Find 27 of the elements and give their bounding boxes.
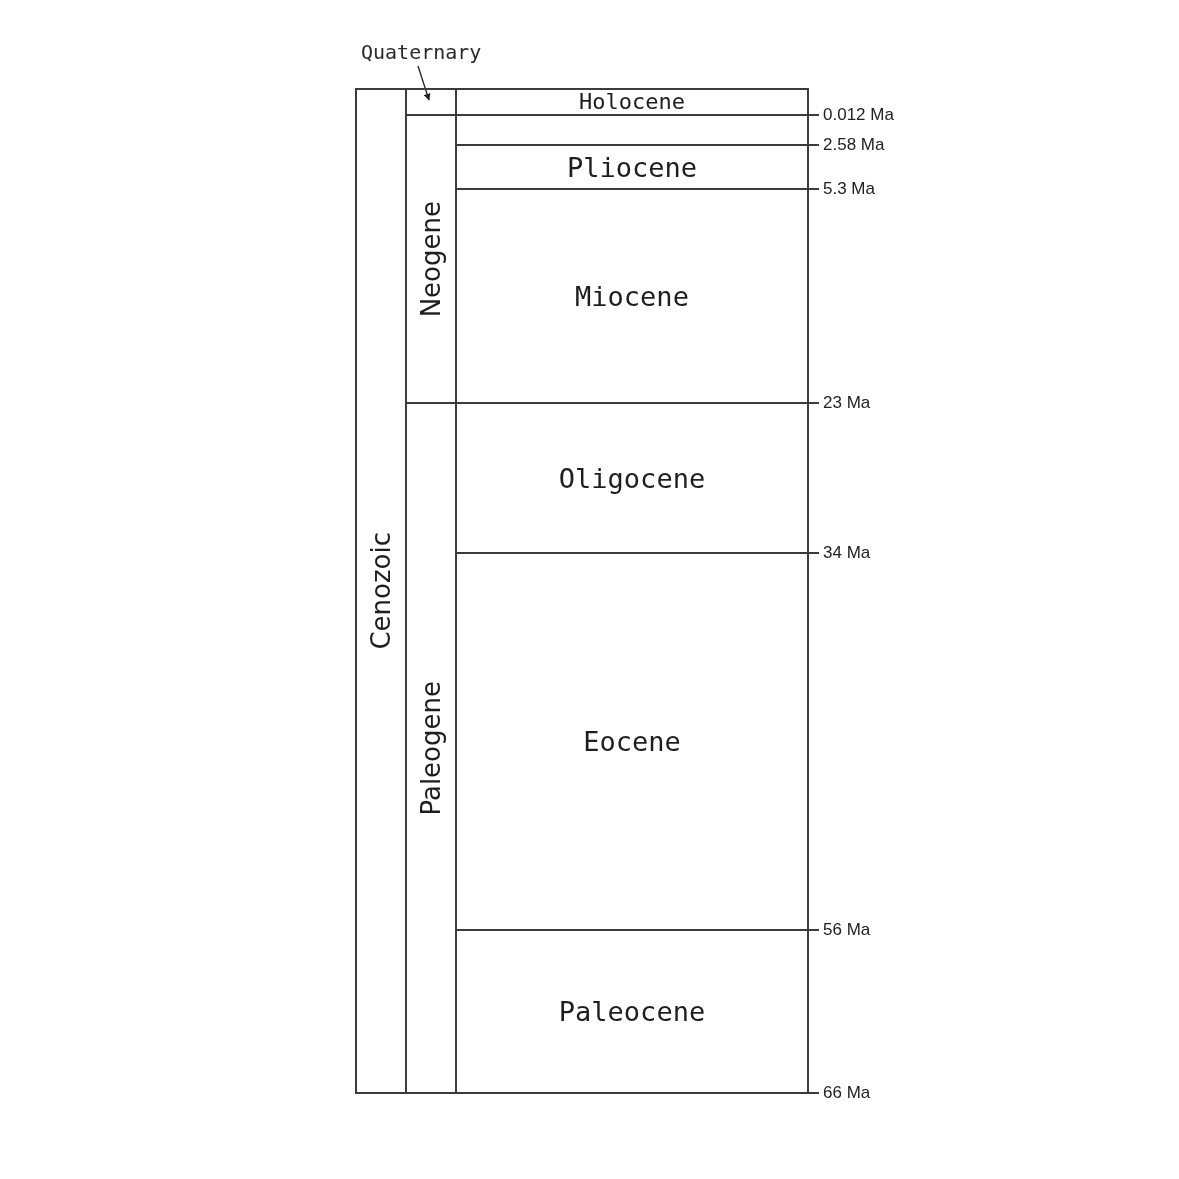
age-label: 2.58 Ma: [823, 136, 885, 153]
age-label: 56 Ma: [823, 921, 871, 938]
epoch-box: [455, 88, 809, 116]
age-label: 0.012 Ma: [823, 106, 894, 123]
period-box: [405, 88, 457, 116]
age-label: 66 Ma: [823, 1084, 871, 1101]
annotation-text: Quaternary: [361, 42, 482, 62]
epoch-box: [455, 116, 809, 146]
epoch-box: [455, 190, 809, 404]
epoch-label: Miocene: [575, 282, 689, 310]
period-label: Paleogene: [418, 680, 444, 816]
epoch-box: [455, 931, 809, 1094]
epoch-label: Oligocene: [558, 464, 706, 492]
era-box: [355, 88, 407, 1094]
epoch-box: [455, 554, 809, 931]
epoch-box: [455, 404, 809, 554]
age-label: 23 Ma: [823, 394, 871, 411]
epoch-box: [455, 146, 809, 190]
epoch-label: Pliocene: [566, 153, 697, 181]
period-label: Neogene: [418, 200, 444, 318]
epoch-label: Holocene: [579, 91, 685, 113]
era-label: Cenozoic: [368, 532, 394, 650]
age-label: 5.3 Ma: [823, 180, 875, 197]
epoch-label: Eocene: [583, 728, 681, 755]
epoch-label: Paleocene: [558, 998, 706, 1025]
leader-arrow: [417, 65, 431, 101]
age-label: 34 Ma: [823, 544, 871, 561]
